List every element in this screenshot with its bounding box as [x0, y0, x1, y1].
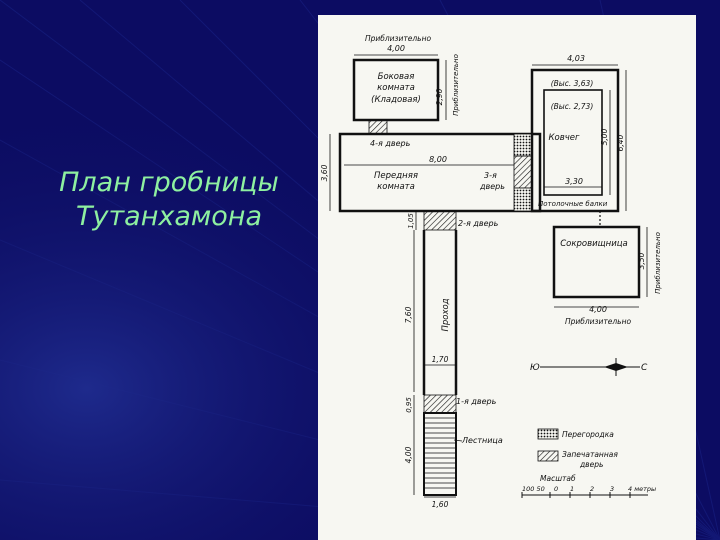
- door2-depth-label: 1,05: [407, 213, 415, 229]
- third-door-label-2: дверь: [479, 182, 505, 191]
- treasury-label: Сокровищница: [560, 239, 627, 249]
- ante-label-1: Передняя: [374, 171, 418, 181]
- door1-depth-label: 0,95: [405, 397, 413, 413]
- compass-east-label: С: [641, 363, 648, 373]
- first-door-seal: [423, 394, 457, 414]
- ark-label: Ковчег: [549, 133, 580, 143]
- legend-sealed-swatch: [537, 450, 559, 462]
- scale-label-0: 100 50: [522, 485, 545, 493]
- treasury-width-label: 4,00: [589, 305, 607, 314]
- legend-scale-title: Масштаб: [540, 474, 576, 483]
- slide-title-line2: Тутанхамона: [75, 201, 262, 232]
- stairs: [423, 412, 457, 496]
- ante-label-2: комната: [377, 182, 415, 192]
- scale-label-1: 0: [554, 485, 558, 493]
- second-door-seal: [423, 210, 457, 231]
- tomb-plan-image: Боковая комната (Кладовая) Приблизительн…: [318, 15, 696, 540]
- annex-label-3: (Кладовая): [371, 95, 421, 105]
- height-label-2: (Выс. 2,73): [551, 102, 594, 111]
- burial-len1-label: 5,00: [600, 128, 609, 145]
- partition-block-2: [513, 187, 533, 212]
- treasury-depth-label: 3,50: [637, 252, 646, 269]
- treasury-depth-note: Приблизительно: [654, 232, 662, 294]
- compass-west-label: Ю: [530, 363, 540, 373]
- scale-label-4: 3: [610, 485, 614, 493]
- ante-width-label: 8,00: [429, 155, 447, 164]
- treasury-room: [552, 225, 641, 299]
- legend-partition-label: Перегородка: [562, 430, 614, 439]
- annex-label-1: Боковая: [378, 72, 415, 82]
- burial-chamber: [530, 68, 620, 213]
- stair-steps: [424, 417, 456, 489]
- burial-len2-label: 6,40: [616, 134, 625, 151]
- shrine-ark: [543, 89, 603, 196]
- corridor-label: Проход: [441, 298, 451, 331]
- legend-partition-swatch: [537, 428, 559, 440]
- slide-title-line1: План гробницы: [59, 167, 279, 198]
- treasury-width-note: Приблизительно: [565, 317, 632, 326]
- annex-height-note: Приблизительно: [452, 54, 460, 116]
- corridor-width-label: 1,70: [432, 355, 449, 364]
- beams-label: Потолочные балки: [538, 200, 608, 208]
- stairs-len-label: 4,00: [404, 446, 413, 463]
- fourth-door-seal: [368, 119, 388, 135]
- partition-block-1: [513, 133, 533, 157]
- fourth-door-label: 4-я дверь: [370, 139, 411, 148]
- legend-sealed-label-1: Запечатанная: [562, 450, 618, 459]
- corridor-len-label: 7,60: [404, 306, 413, 323]
- stairs-label: Лестница: [461, 436, 503, 445]
- scale-bar: [521, 492, 648, 498]
- annex-room: [352, 58, 440, 122]
- annex-label-2: комната: [377, 83, 415, 93]
- scale-label-3: 2: [590, 485, 594, 493]
- tomb-plan-drawing: Боковая комната (Кладовая) Приблизительн…: [320, 34, 662, 509]
- third-door-label-1: 3-я: [484, 171, 497, 180]
- first-door-label: 1-я дверь: [456, 397, 497, 406]
- ante-depth-label: 3,60: [320, 164, 329, 181]
- ark-width-label: 3,30: [565, 177, 583, 186]
- approx-top-label: Приблизительно: [365, 34, 432, 43]
- scale-label-5: 4 метры: [628, 485, 656, 493]
- annex-width-label: 4,00: [387, 44, 405, 53]
- scale-label-2: 1: [570, 485, 574, 493]
- stairs-leader: [453, 439, 463, 442]
- burial-width-label: 4,03: [567, 54, 585, 63]
- legend-sealed-label-2: дверь: [579, 460, 603, 469]
- slide-title: План гробницы Тутанхамона: [24, 166, 314, 234]
- second-door-label: 2-я дверь: [458, 219, 499, 228]
- stairs-width-label: 1,60: [432, 500, 449, 509]
- compass: [540, 358, 640, 376]
- annex-height-label: 2,90: [435, 88, 444, 105]
- height-label-1: (Выс. 3,63): [551, 79, 594, 88]
- sealed-door-3: [513, 155, 533, 189]
